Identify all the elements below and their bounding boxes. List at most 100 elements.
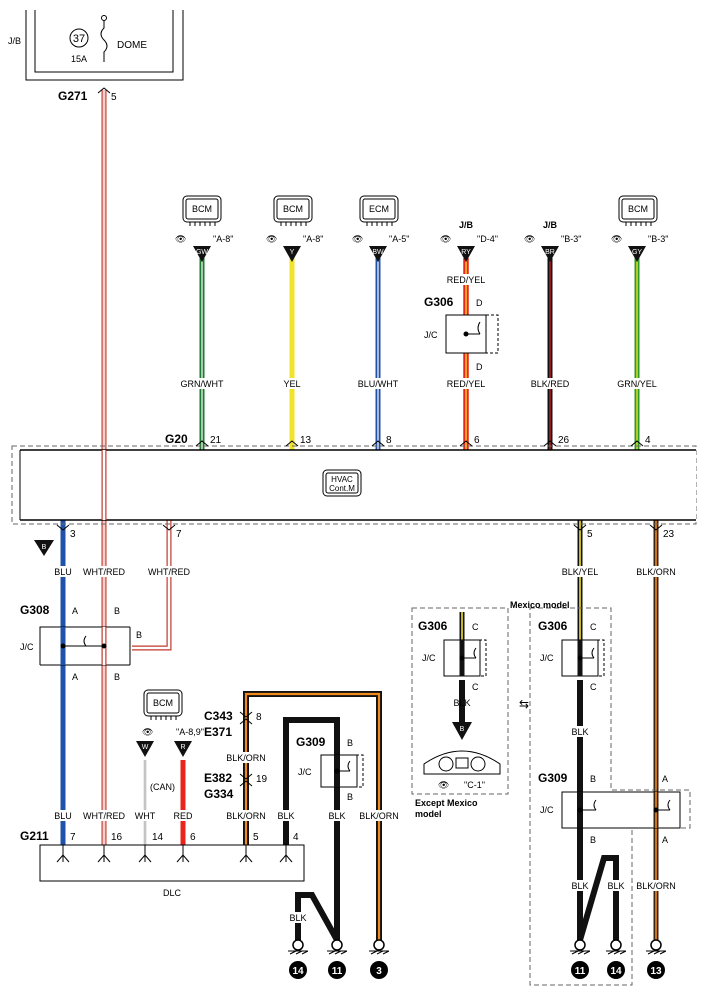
g306-jc: J/C: [424, 330, 438, 340]
ground-number: 3: [376, 966, 382, 977]
g211-pin: 16: [111, 832, 123, 843]
eye-icon: 👁: [352, 234, 363, 244]
mexico-g309-a-top: A: [662, 774, 668, 784]
wire-label-blk-orn-c343: BLK/ORN: [226, 753, 266, 763]
wire-wht-red-hvac: [132, 520, 172, 651]
except-g306-name: G306: [418, 619, 448, 633]
wire-label-blk-gnd14: BLK: [289, 913, 306, 923]
hvac-label-1: HVAC: [331, 475, 353, 484]
g20-pin: 21: [210, 435, 222, 446]
eye-icon: 👁: [438, 780, 449, 790]
except-line2: model: [415, 809, 442, 819]
wire-label-grn-yel: GRN/YEL: [617, 379, 657, 389]
g306-pin-top: D: [476, 298, 483, 308]
ecm-label: ECM: [369, 204, 389, 214]
jb-label: J/B: [8, 36, 21, 46]
joint-connector-g308: G308 A B J/C B A B: [20, 603, 142, 682]
dlc-label: DLC: [163, 888, 182, 898]
ground-number: 11: [575, 966, 586, 977]
ry-source-label: J/B: [459, 220, 474, 230]
ref-br-text: "B-3": [561, 234, 581, 244]
g308-a-top: A: [72, 606, 78, 616]
eye-icon: 👁: [175, 234, 186, 244]
wire-label-blk-mexico: BLK: [571, 727, 588, 737]
ref-w: 👁 "A-8,9" W: [136, 727, 204, 757]
ref-bw-text: "A-5": [389, 234, 409, 244]
g211-name: G211: [20, 829, 49, 843]
mexico-model-section: Mexico model G306 C J/C C BLK G309 B A J…: [510, 600, 691, 986]
ref-br: 👁 "B-3" BR: [524, 234, 581, 262]
ref-r: R: [174, 741, 192, 757]
wire-label-blu: BLU: [54, 567, 72, 577]
wire-label-red-yel-top: RED/YEL: [447, 275, 486, 285]
eye-icon: 👁: [142, 727, 153, 737]
g211-pin: 5: [253, 832, 259, 843]
c343-pin: 8: [256, 712, 262, 723]
ref-gy-text: "B-3": [648, 234, 668, 244]
g308-name: G308: [20, 603, 50, 617]
wire-label-red-yel: RED/YEL: [447, 379, 486, 389]
ref-w-text: "A-8,9": [176, 727, 204, 737]
mexico-g309-jc: J/C: [540, 805, 554, 815]
except-ref-c1: "C-1": [464, 780, 485, 790]
g20-pin: 6: [474, 435, 480, 446]
wire-label-blk-orn-dlc: BLK/ORN: [226, 811, 266, 821]
mexico-g306-name: G306: [538, 619, 568, 633]
g308-jc: J/C: [20, 642, 34, 652]
g308-b-top: B: [114, 606, 120, 616]
ground-number: 11: [332, 966, 343, 977]
g308-b-bottom: B: [114, 672, 120, 682]
wire-label-blk-g309: BLK: [328, 811, 345, 821]
e371-name: E371: [204, 725, 232, 739]
g20-pin: 4: [645, 435, 651, 446]
e382-name: E382: [204, 771, 232, 785]
wire-label-blk-dlc: BLK: [277, 811, 294, 821]
except-c-bottom: C: [472, 682, 479, 692]
ground-icon: 11: [570, 939, 591, 979]
g309-name: G309: [296, 735, 326, 749]
except-line1: Except Mexico: [415, 798, 478, 808]
mexico-g309-b-bottom: B: [590, 835, 596, 845]
wire-label-blk-orn-gnd: BLK/ORN: [359, 811, 399, 821]
g306-name: G306: [424, 295, 454, 309]
eye-icon: 👁: [266, 234, 277, 244]
wire-label-blk-yel: BLK/YEL: [562, 567, 599, 577]
ref-r-code: R: [180, 744, 185, 751]
ref-gy-code: GY: [632, 249, 642, 256]
ref-y-code: Y: [290, 249, 295, 256]
fuse-icon: [100, 18, 108, 62]
module-bcm-2: BCM: [273, 195, 313, 226]
connector-g271: G271 5: [58, 87, 117, 103]
connector-g271-name: G271: [58, 89, 88, 103]
except-mexico-section: G306 C J/C C BLK B 👁 "C-1" Except Mexico…: [411, 607, 509, 819]
wire-label-grn-wht: GRN/WHT: [181, 379, 224, 389]
bcm-label: BCM: [153, 698, 173, 708]
mexico-g309-name: G309: [538, 771, 568, 785]
wire-label-wht-red: WHT/RED: [83, 567, 125, 577]
mexico-jc: J/C: [540, 653, 554, 663]
ref-y-text: "A-8": [303, 234, 323, 244]
ref-gw: 👁 "A-8" GW: [175, 234, 233, 262]
ref-ry-text: "D-4": [477, 234, 498, 244]
hvac-pin: 5: [587, 529, 593, 540]
connector-g271-pin: 5: [111, 92, 117, 103]
wire-label-blk-red: BLK/RED: [531, 379, 570, 389]
wire-label-blu-dlc: BLU: [54, 811, 72, 821]
ground-icon: 14: [288, 939, 309, 979]
fuse-number: 37: [73, 33, 85, 45]
ground-icon: 11: [327, 939, 348, 979]
hvac-pin: 7: [176, 529, 182, 540]
mexico-c-top: C: [590, 622, 597, 632]
g309-b-bottom: B: [347, 792, 353, 802]
hvac-pin: 3: [70, 529, 76, 540]
ref-gw-text: "A-8": [213, 234, 233, 244]
g334-name: G334: [204, 787, 234, 801]
g20-pin: 13: [300, 435, 312, 446]
g306-pin-bottom: D: [476, 362, 483, 372]
mexico-g309-a-bottom: A: [662, 835, 668, 845]
ref-b-code: B: [42, 544, 47, 551]
wire-blk-mexico-gnd14: [577, 855, 619, 945]
except-c-top: C: [472, 622, 479, 632]
wire-label-blk-mex1: BLK: [571, 881, 588, 891]
